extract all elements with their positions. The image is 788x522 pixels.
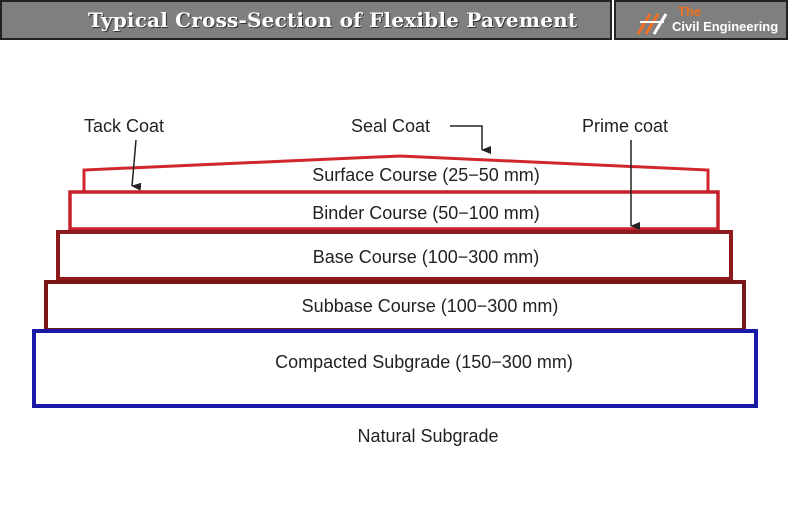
- logo-text-the: The: [678, 4, 702, 19]
- seal-coat-label: Seal Coat: [351, 116, 430, 136]
- subbase-course-layer: [44, 280, 746, 332]
- logo-mark-icon: [636, 13, 668, 35]
- base-course-layer: [56, 230, 733, 281]
- compacted-subgrade-layer: [32, 329, 758, 408]
- surface-course-label: Surface Course (25−50 mm): [312, 165, 540, 185]
- natural-subgrade-label: Natural Subgrade: [357, 426, 498, 446]
- subbase-course-label: Subbase Course (100−300 mm): [302, 296, 559, 316]
- tack-coat-arrow: [131, 139, 142, 191]
- binder-course-layer: [68, 190, 720, 231]
- logo: The Civil Engineering: [614, 0, 788, 40]
- prime-coat-label: Prime coat: [582, 116, 668, 136]
- base-course-label: Base Course (100−300 mm): [313, 247, 540, 267]
- compacted-subgrade-label: Compacted Subgrade (150−300 mm): [275, 352, 573, 372]
- tack-coat-label: Tack Coat: [84, 116, 164, 136]
- header-bar: Typical Cross-Section of Flexible Paveme…: [0, 0, 612, 40]
- logo-text-name: Civil Engineering: [672, 19, 779, 34]
- seal-coat-arrow: [450, 125, 491, 154]
- binder-course-label: Binder Course (50−100 mm): [312, 203, 540, 223]
- page-title: Typical Cross-Section of Flexible Paveme…: [88, 8, 578, 32]
